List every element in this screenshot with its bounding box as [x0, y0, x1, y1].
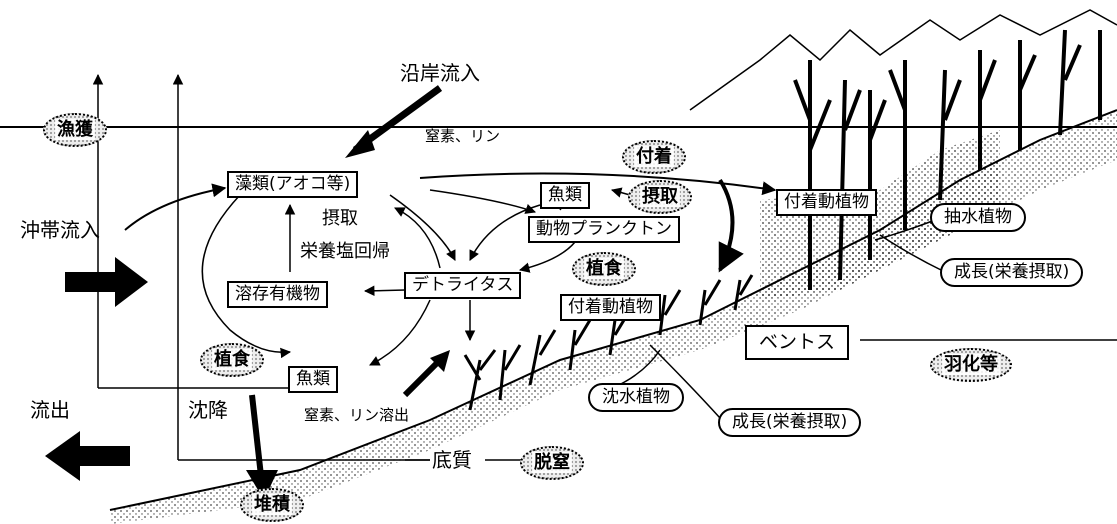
fish-top-box: 魚類: [540, 182, 590, 209]
release-label: 窒素、リン溶出: [304, 406, 410, 424]
grazing-right-pill-text: 植食: [584, 258, 624, 279]
outflow-label: 流出: [30, 398, 70, 422]
outflow-arrow: [45, 431, 130, 481]
fish-bottom-box: 魚類: [288, 366, 338, 393]
growth-bottom-leader: [649, 344, 721, 419]
benthos-box: ベントス: [745, 325, 850, 360]
emergence-pill-text: 羽化等: [942, 354, 1000, 375]
zooplankton-to-detritus: [518, 241, 576, 273]
submerged-plants-box: 沈水植物: [588, 383, 684, 412]
algae-to-zooplankton: [429, 189, 536, 214]
emergent-plants-box: 抽水植物: [930, 203, 1026, 232]
deposit-pill: 堆積: [240, 488, 304, 522]
emergence-pill: 羽化等: [930, 348, 1012, 382]
algae-to-detritus: [389, 194, 456, 261]
fish-to-detritus: [469, 204, 541, 261]
uptake-label: 摂取: [322, 208, 358, 229]
growth-right-box: 成長(栄養摂取): [940, 258, 1084, 287]
offshore-to-algae: [124, 183, 227, 231]
attachment-curve-arrow: [718, 178, 744, 273]
attachment-pill: 付着: [622, 140, 686, 174]
periphyton-right-box: 付着動植物: [776, 189, 877, 216]
grazing-left-pill: 植食: [200, 343, 264, 377]
release-arrow: [402, 357, 443, 398]
nitrogen-phosphorus-label: 窒素、リン: [425, 127, 501, 145]
algae-box: 藻類(アオコ等): [227, 171, 359, 198]
ingestion-pill: 摂取: [628, 180, 692, 214]
algae-to-periphyton: [419, 172, 777, 196]
nutrient-return-label: 栄養塩回帰: [300, 241, 390, 262]
detritus-to-dom: [363, 285, 406, 297]
growth-bottom-box: 成長(栄養摂取): [718, 408, 862, 437]
mountain-outline: [689, 9, 1117, 111]
dom-box: 溶存有機物: [227, 281, 328, 308]
submerged-plants: [463, 274, 754, 411]
reed-trees: [793, 29, 1102, 290]
zooplankton-box: 動物プランクトン: [528, 216, 680, 243]
offshore-inflow-label: 沖帯流入: [20, 218, 100, 242]
detritus-box: デトライタス: [404, 272, 522, 299]
grazing-right-pill: 植食: [572, 252, 636, 286]
growth-right-leader: [879, 234, 946, 273]
detritus-to-algae: [394, 207, 441, 269]
ingestion-to-fish: [610, 187, 631, 198]
sediment-label: 底質: [432, 448, 472, 472]
ingestion-pill-text: 摂取: [640, 186, 680, 207]
offshore-inflow-arrow: [65, 257, 148, 307]
grazing-left-pill-text: 植食: [212, 349, 252, 370]
fishing-pill-text: 漁獲: [55, 119, 95, 140]
sedimentation-label: 沈降: [188, 398, 228, 422]
algae-to-fish-bottom: [201, 194, 292, 359]
periphyton-left-box: 付着動植物: [560, 294, 661, 321]
deposit-pill-text: 堆積: [252, 494, 292, 515]
denitrification-pill-text: 脱窒: [532, 452, 572, 473]
fishing-pill: 漁獲: [43, 113, 107, 147]
attachment-pill-text: 付着: [634, 146, 674, 167]
denitrification-pill: 脱窒: [520, 446, 584, 480]
coastal-inflow-label: 沿岸流入: [400, 61, 480, 85]
detritus-to-fish-bottom: [369, 299, 431, 366]
